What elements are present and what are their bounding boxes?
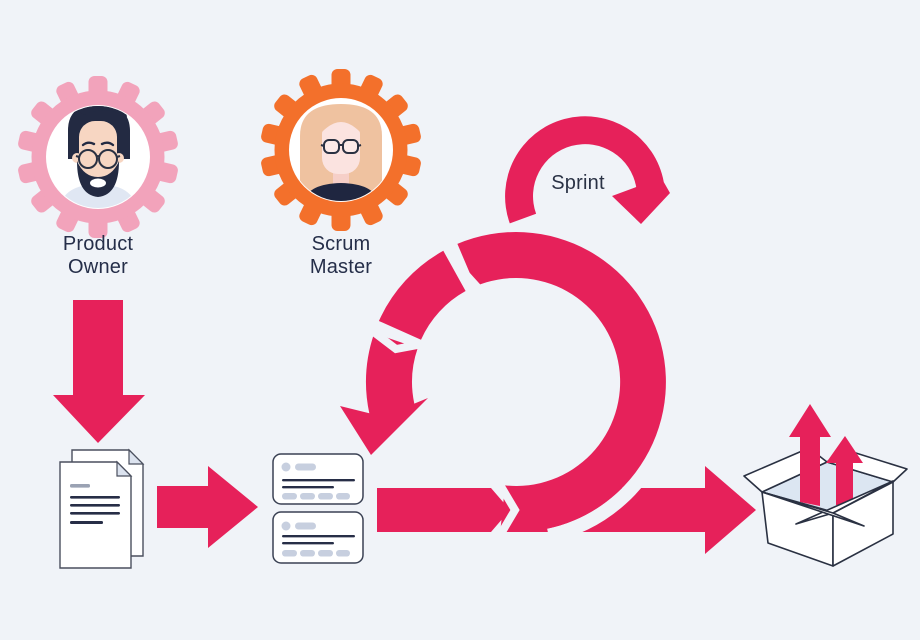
product-owner-label: Product Owner bbox=[20, 233, 176, 279]
glasses-icon bbox=[323, 139, 340, 154]
sprint-loop-icon bbox=[340, 232, 666, 533]
release-up-arrow-icon bbox=[789, 404, 831, 506]
woman-avatar bbox=[300, 104, 382, 201]
product-owner-label-line2: Owner bbox=[68, 256, 128, 278]
release-up-arrow-small-icon bbox=[826, 436, 863, 508]
task-cards-icon bbox=[272, 453, 364, 564]
flow-band-icon bbox=[377, 488, 510, 532]
loop-band-separator bbox=[547, 428, 672, 543]
man-avatar bbox=[60, 106, 136, 208]
open-box-arrows-icon bbox=[743, 404, 908, 567]
product-owner-label-line1: Product bbox=[62, 233, 134, 255]
gear-avatar-woman-icon bbox=[261, 69, 421, 231]
sprint-label: Sprint bbox=[551, 172, 605, 194]
down-arrow-icon bbox=[53, 300, 145, 443]
scrum-master-label-line1: Scrum bbox=[311, 233, 371, 255]
scrum-master-label: Scrum Master bbox=[263, 233, 419, 279]
gear-avatar-man-icon bbox=[18, 76, 178, 238]
ring-gap-left bbox=[368, 326, 424, 354]
glasses-icon bbox=[78, 149, 98, 169]
sprint-arc-icon bbox=[505, 116, 670, 224]
scrum-master-label-line2: Master bbox=[309, 256, 373, 278]
band-chevron-gap bbox=[495, 480, 520, 540]
right-arrow-icon bbox=[157, 466, 258, 548]
ring-gap-top-left bbox=[446, 239, 482, 292]
document-stack-icon bbox=[59, 448, 145, 569]
loop-arrowhead-icon bbox=[340, 333, 428, 455]
